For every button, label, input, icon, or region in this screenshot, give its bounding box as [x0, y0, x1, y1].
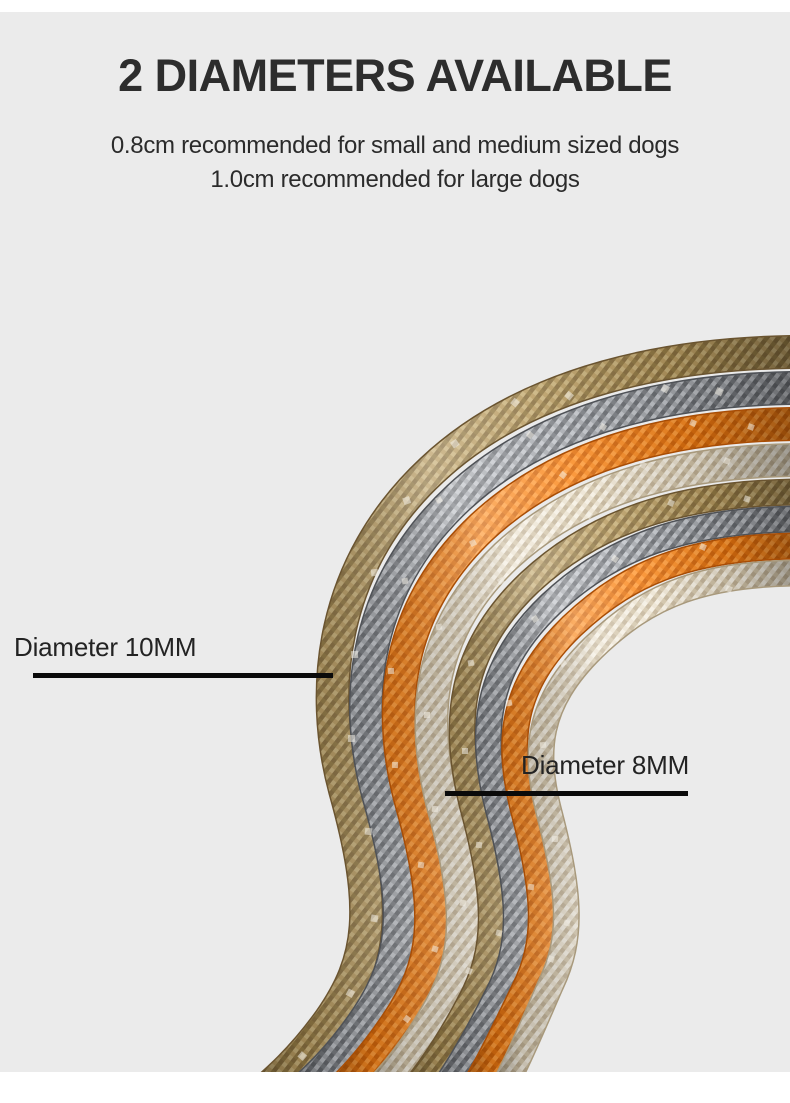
headline-block: 2 DIAMETERS AVAILABLE 0.8cm recommended … — [0, 52, 790, 197]
bottom-edge-band — [0, 1072, 790, 1103]
rope-strand-thick-orange — [309, 407, 790, 1103]
rope-strand-thin-gray — [416, 505, 790, 1103]
subtitle-line-small-medium-dogs: 0.8cm recommended for small and medium s… — [110, 132, 680, 160]
subtitle-block: 0.8cm recommended for small and medium s… — [0, 129, 790, 197]
page-title: 2 DIAMETERS AVAILABLE — [118, 50, 672, 101]
rope-group-thick — [231, 335, 790, 1103]
rope-strand-thin-khaki — [386, 478, 790, 1103]
rope-strand-thin-orange — [447, 532, 790, 1103]
rope-strand-thick-khaki — [231, 335, 790, 1103]
reflective-flecks — [297, 383, 755, 1061]
subtitle-line-large-dogs: 1.0cm recommended for large dogs — [210, 166, 580, 194]
callout-leader-line-8mm — [445, 791, 688, 796]
callout-label-8mm: Diameter 8MM — [521, 750, 690, 780]
rope-strand-thin-cream — [478, 559, 790, 1103]
rope-strand-thick-gray — [270, 371, 790, 1103]
top-edge-band — [0, 0, 790, 12]
callout-diameter-8mm: Diameter 8MM — [445, 750, 690, 796]
callout-label-10mm: Diameter 10MM — [14, 632, 197, 662]
rope-group-thin — [386, 478, 790, 1103]
rope-strand-thick-cream — [348, 443, 790, 1103]
callout-diameter-10mm: Diameter 10MM — [12, 634, 333, 678]
callout-leader-line-10mm — [33, 673, 333, 678]
